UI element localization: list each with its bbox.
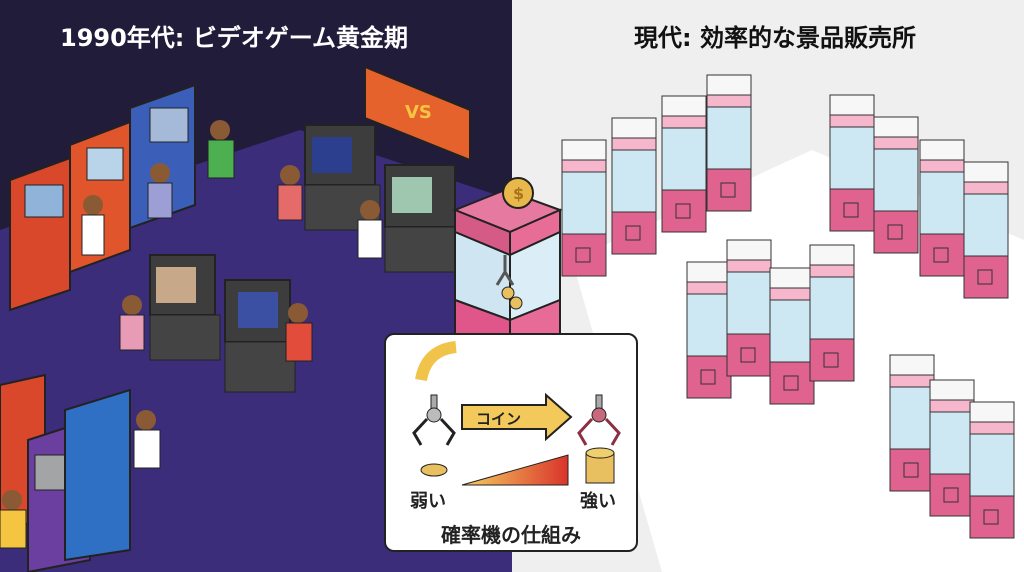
coin-stack-icon	[585, 447, 615, 484]
player	[207, 120, 235, 179]
strength-gradient-wedge	[461, 454, 569, 486]
arcade-cabinet	[129, 83, 196, 230]
mechanism-title: 確率機の仕組み	[441, 523, 581, 547]
claw-machine	[686, 261, 732, 399]
claw-machine	[963, 161, 1009, 299]
claw-machine-scene	[561, 74, 1024, 572]
curved-arrow-icon	[415, 341, 457, 382]
mechanism-panel: コイン 弱い 強い 確率機の仕組み	[384, 333, 638, 552]
modern-prize-panel: 現代: 効率的な景品販売所	[512, 0, 1024, 572]
coin-arrow-label: コイン	[476, 410, 522, 428]
player	[0, 490, 27, 549]
claw-machine	[726, 239, 772, 377]
vs-poster: VS	[364, 65, 471, 162]
arcade-cabinet	[9, 156, 71, 312]
player	[277, 165, 303, 221]
weak-label: 弱い	[410, 491, 446, 512]
claw-machine	[929, 379, 975, 517]
player	[119, 295, 145, 351]
player	[133, 410, 161, 469]
arcade-cabinet	[64, 388, 131, 562]
claw-machine	[706, 74, 752, 212]
player	[357, 200, 383, 259]
player	[81, 195, 105, 256]
single-coin-icon	[420, 463, 448, 477]
strong-claw-icon	[577, 394, 621, 446]
claw-machine	[919, 139, 965, 277]
crt-cabinet	[224, 279, 296, 393]
claw-machine	[873, 116, 919, 254]
strong-label: 強い	[580, 491, 616, 512]
claw-machine	[561, 139, 607, 277]
coin-arrow-icon	[461, 392, 573, 442]
claw-machine	[809, 244, 855, 382]
mechanism-diagram	[412, 341, 621, 486]
player	[147, 163, 173, 219]
modern-era-title: 現代: 効率的な景品販売所	[634, 24, 916, 52]
claw-machine	[611, 117, 657, 255]
claw-machine	[829, 94, 875, 232]
weak-claw-icon	[412, 394, 456, 446]
claw-machine	[969, 401, 1015, 539]
arcade-era-title: 1990年代: ビデオゲーム黄金期	[60, 24, 409, 52]
claw-machine	[769, 267, 815, 405]
claw-machine	[661, 95, 707, 233]
crt-cabinet	[384, 164, 461, 273]
svg-text:VS: VS	[405, 102, 432, 123]
crt-cabinet	[149, 254, 221, 361]
player	[285, 303, 313, 362]
claw-machine	[889, 354, 935, 492]
